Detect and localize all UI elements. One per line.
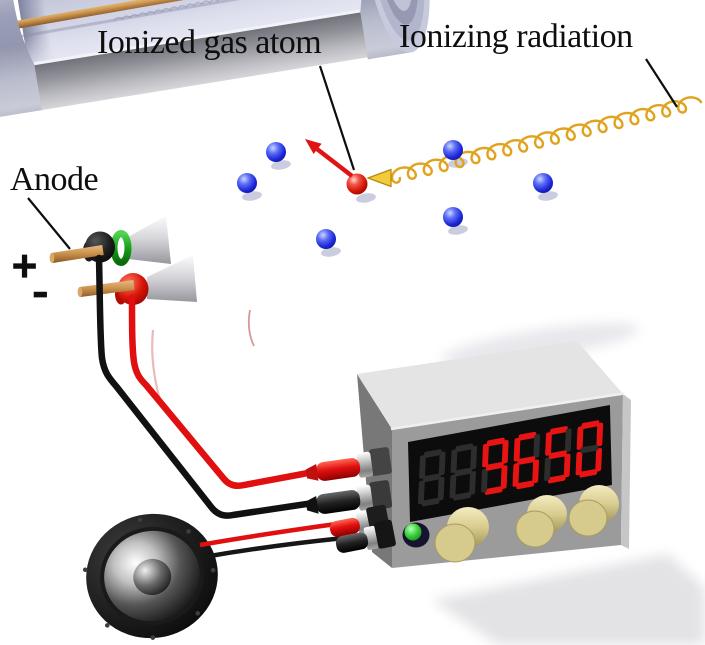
meter-shadow — [432, 554, 705, 645]
anode-rod — [0, 0, 376, 34]
knob-1 — [434, 507, 489, 563]
meter-top-face — [357, 341, 623, 429]
plug-socket — [369, 447, 392, 476]
tube-front-left-shell — [0, 0, 42, 121]
plug-collar — [356, 484, 374, 511]
meter-right-edge — [621, 394, 631, 549]
plug-tip — [305, 495, 319, 514]
insulator-cone-top — [128, 216, 171, 264]
radiation-arrowhead-icon — [366, 168, 392, 188]
gas-atom — [443, 140, 463, 160]
plug-socket — [374, 519, 396, 549]
minus-sign: - — [33, 266, 48, 315]
tube-end-window — [363, 0, 430, 53]
speaker-wire-red — [199, 521, 337, 548]
anode-rod-shadow — [5, 0, 371, 41]
plug-body — [316, 490, 361, 514]
plug-body — [316, 458, 361, 481]
meter-front-lip — [390, 392, 625, 431]
counter-meter — [357, 341, 631, 568]
label-ionizing-radiation: Ionizing radiation — [399, 18, 633, 55]
wire-negative — [95, 254, 324, 519]
leader-line-ionized-atom — [318, 65, 356, 171]
insulator-cone-bottom — [147, 255, 197, 302]
label-anode: Anode — [10, 161, 98, 198]
anode-pin-positive-end — [49, 253, 55, 263]
speaker-dome — [133, 558, 172, 596]
plug-body — [335, 532, 369, 553]
speaker — [82, 513, 218, 640]
plug-tip — [305, 463, 319, 481]
gas-atom — [316, 229, 336, 249]
plus-sign: + — [12, 242, 37, 291]
anode-pin-negative-end — [77, 287, 83, 297]
speaker-plug-red — [329, 504, 390, 537]
speaker-plug-black — [335, 519, 396, 553]
gas-atom — [266, 142, 286, 162]
banana-plug-positive — [305, 447, 392, 481]
radiation-coil — [390, 96, 703, 184]
gas-atom — [533, 173, 553, 193]
tube-terminals — [49, 216, 197, 305]
banana-plug-negative — [305, 480, 393, 514]
knob-2 — [515, 495, 567, 548]
gas-atoms — [237, 140, 553, 249]
anode-pin-negative — [79, 280, 135, 297]
reflection-wave-lower — [113, 0, 354, 21]
speaker-screws — [82, 517, 216, 640]
display-digits — [417, 420, 604, 507]
tube-floor-glow — [23, 0, 369, 70]
display-background — [408, 404, 612, 522]
atom-shadows — [242, 158, 558, 257]
tube-cut-edge-highlight — [22, 7, 371, 68]
wire-positive — [128, 294, 328, 489]
plug-collar — [356, 451, 374, 478]
leader-line-anode — [27, 197, 71, 250]
gas-atom — [237, 173, 257, 193]
anode-pin-positive — [51, 245, 104, 263]
knob-3 — [568, 485, 619, 537]
plug-body — [329, 517, 360, 537]
gas-atom — [443, 207, 463, 227]
ionized-atom — [346, 173, 368, 195]
wire-reflection-1 — [247, 309, 255, 347]
tube-trough — [22, 8, 378, 113]
green-ring — [110, 230, 132, 266]
plug-socket — [369, 480, 393, 510]
leader-line-radiation — [645, 58, 678, 108]
label-ionized-gas-atom: Ionized gas atom — [97, 24, 321, 61]
speaker-wire-black — [203, 535, 345, 560]
geiger-tube — [0, 0, 430, 121]
seven-segment-display — [408, 404, 612, 522]
ionization-arrow — [305, 139, 354, 178]
led-indicator — [404, 523, 422, 541]
